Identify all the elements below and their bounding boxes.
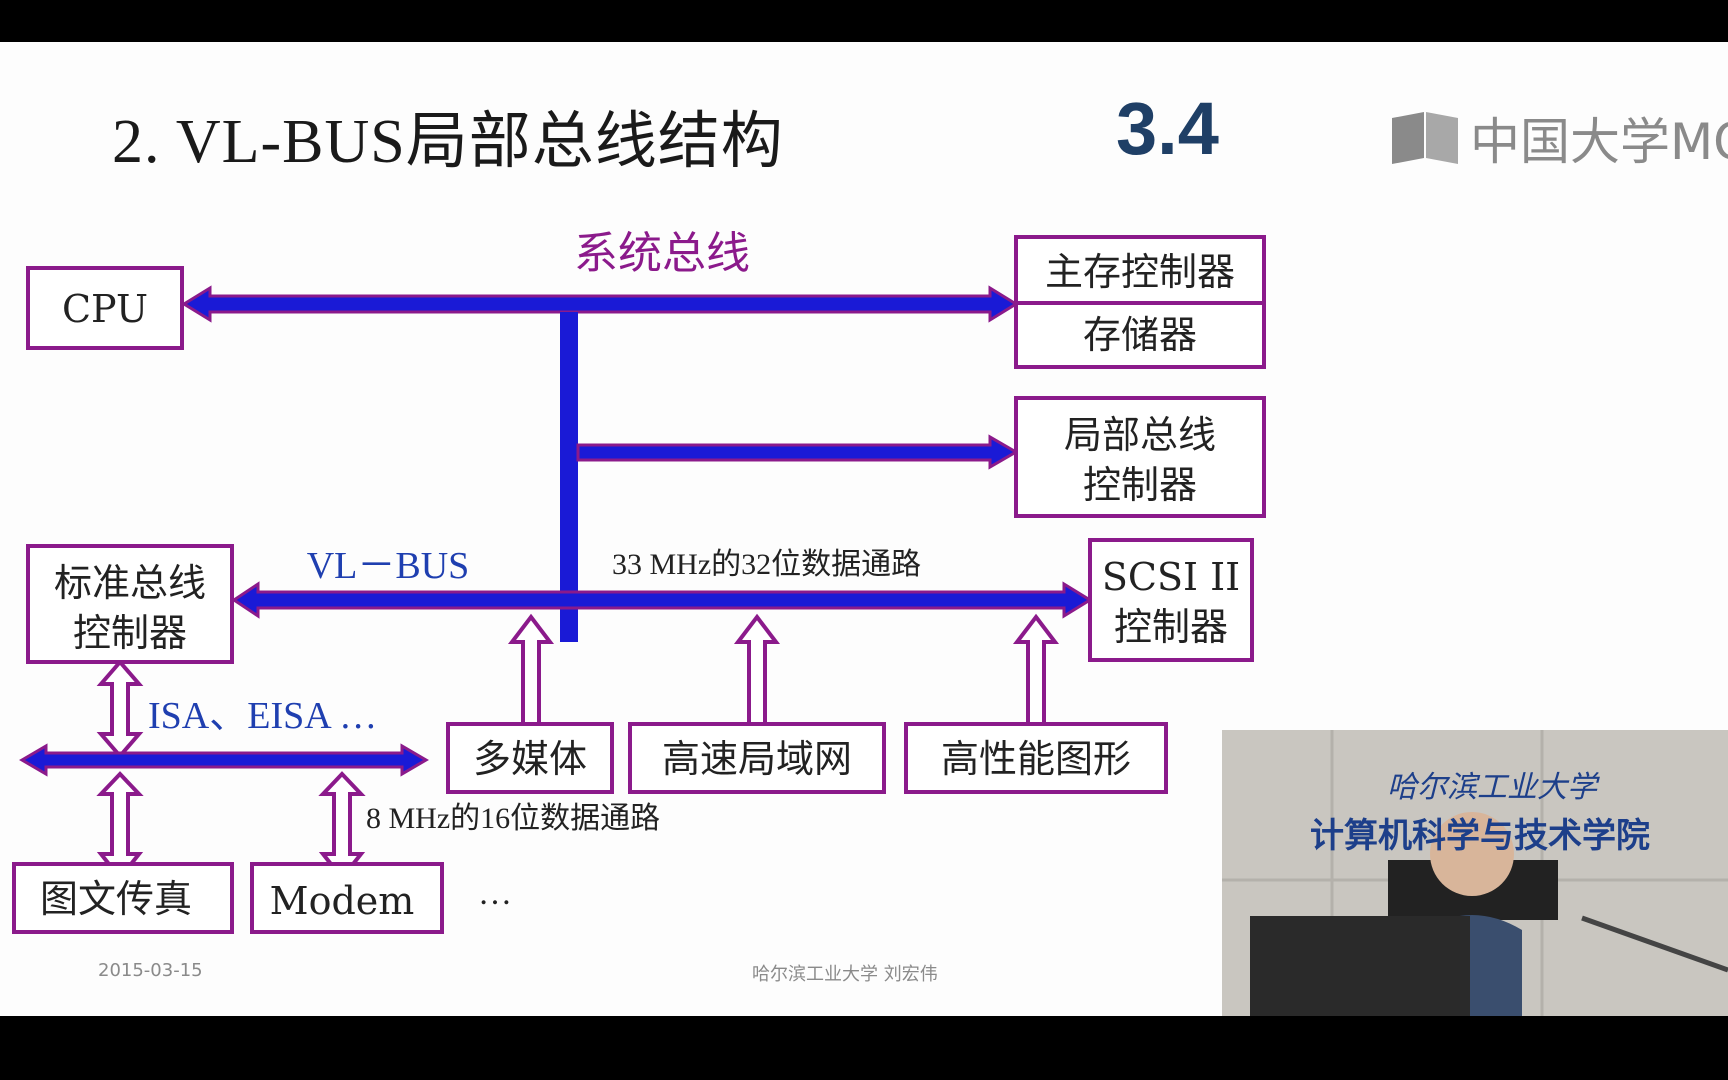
isa-label: ISA、EISA … (148, 695, 377, 737)
memory-box (1014, 301, 1266, 369)
scsi-label-1: SCSI II (1102, 555, 1240, 599)
ellipsis: … (478, 875, 512, 912)
local-bus-branch (576, 434, 1020, 470)
vlbus-label: VL－BUS (307, 545, 470, 587)
graphics-box (904, 722, 1168, 794)
arrow-std-isa (96, 658, 144, 760)
vl-bus-diagram: .bx { fill:#fff; stroke:#8b1a8b; stroke-… (12, 228, 1266, 934)
isa-note: 8 MHz的16位数据通路 (366, 802, 660, 835)
local-bus-ctrl-label-1: 局部总线 (1064, 413, 1216, 457)
slide: 2. VL-BUS局部总线结构 3.4 中国大学MOOC .bx { fill:… (0, 42, 1728, 1016)
video-school-text: 计算机科学与技术学院 (1310, 816, 1650, 856)
vlbus-note: 33 MHz的32位数据通路 (612, 548, 921, 581)
isa-bus (19, 743, 429, 777)
cpu-box (26, 266, 184, 350)
std-bus-ctrl-box (26, 544, 234, 664)
section-number: 3.4 (1116, 87, 1219, 170)
video-backdrop (1222, 730, 1728, 1016)
book-icon (1392, 112, 1458, 164)
scsi-box (1088, 538, 1254, 662)
footer-author: 哈尔滨工业大学 刘宏伟 (752, 964, 938, 985)
lan-label: 高速局域网 (662, 737, 852, 781)
local-bus-ctrl-box (1014, 396, 1266, 518)
graphics-label: 高性能图形 (941, 737, 1131, 781)
lecturer-video: 哈尔滨工业大学 计算机科学与技术学院 (1222, 730, 1728, 1016)
video-university-text: 哈尔滨工业大学 (1387, 770, 1597, 805)
multimedia-label: 多媒体 (473, 737, 587, 781)
slide-title: 2. VL-BUS局部总线结构 (112, 108, 784, 176)
std-bus-ctrl-label-1: 标准总线 (54, 561, 206, 605)
std-bus-ctrl-label-2: 控制器 (73, 611, 187, 655)
main-mem-ctrl-box (1014, 235, 1266, 305)
mooc-logo: 中国大学MOOC (1390, 102, 1728, 174)
scsi-label-2: 控制器 (1114, 605, 1228, 649)
lan-box (628, 722, 886, 794)
modem-box (250, 862, 444, 934)
vertical-bus (560, 312, 578, 642)
system-bus (181, 285, 1019, 323)
multimedia-box (446, 722, 614, 794)
cpu-label: CPU (62, 287, 148, 331)
memory-label: 存储器 (1083, 313, 1197, 357)
main-mem-ctrl-label: 主存控制器 (1045, 250, 1235, 294)
logo-text: 中国大学MOOC (1470, 113, 1728, 171)
system-bus-label: 系统总线 (574, 228, 750, 279)
fax-box (12, 862, 234, 934)
footer-date: 2015-03-15 (98, 960, 203, 981)
fax-label: 图文传真 (40, 877, 192, 921)
vl-bus (231, 581, 1093, 619)
modem-label: Modem (270, 879, 415, 923)
local-bus-ctrl-label-2: 控制器 (1083, 463, 1197, 507)
